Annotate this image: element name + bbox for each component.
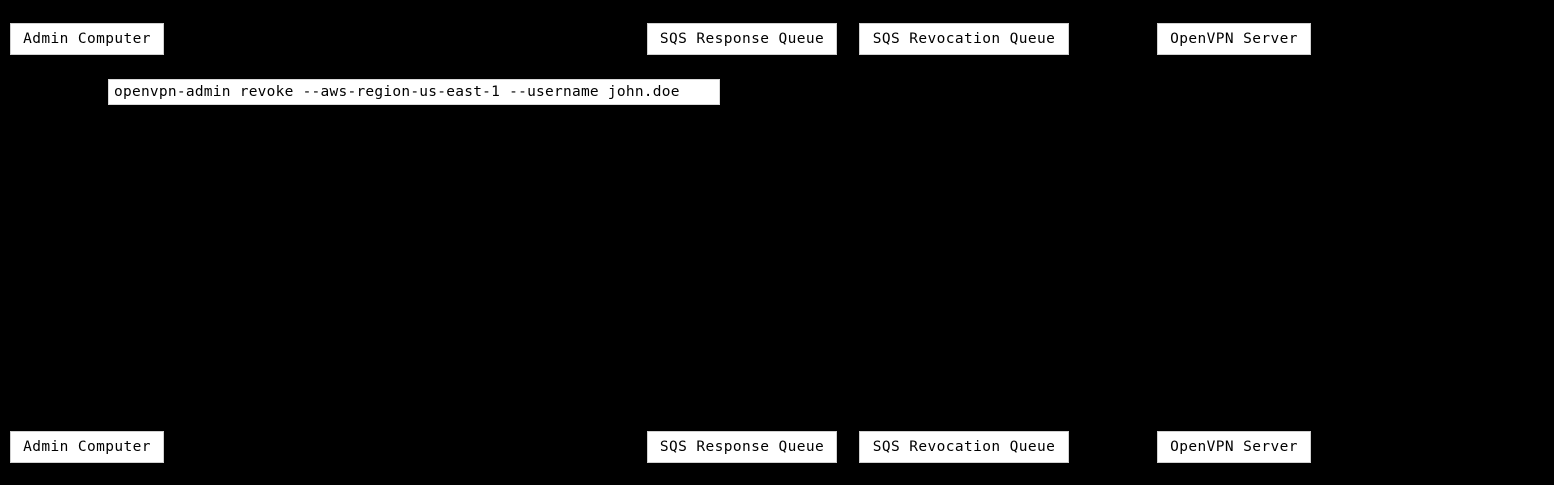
participant-top-admin-computer[interactable]: Admin Computer — [10, 23, 164, 55]
participant-label: OpenVPN Server — [1170, 32, 1298, 47]
participant-bottom-sqs-response-queue[interactable]: SQS Response Queue — [647, 431, 837, 463]
participant-label: SQS Revocation Queue — [873, 32, 1056, 47]
message-text: openvpn-admin revoke --aws-region-us-eas… — [114, 85, 680, 100]
participant-label: OpenVPN Server — [1170, 440, 1298, 455]
message-label-revoke-command[interactable]: openvpn-admin revoke --aws-region-us-eas… — [108, 79, 720, 105]
participant-bottom-sqs-revocation-queue[interactable]: SQS Revocation Queue — [859, 431, 1069, 463]
participant-label: Admin Computer — [23, 440, 151, 455]
participant-top-openvpn-server[interactable]: OpenVPN Server — [1157, 23, 1311, 55]
participant-label: Admin Computer — [23, 32, 151, 47]
participant-label: SQS Revocation Queue — [873, 440, 1056, 455]
lifeline-sqs-revocation-queue — [964, 55, 965, 431]
participant-label: SQS Response Queue — [660, 440, 824, 455]
participant-top-sqs-response-queue[interactable]: SQS Response Queue — [647, 23, 837, 55]
participant-top-sqs-revocation-queue[interactable]: SQS Revocation Queue — [859, 23, 1069, 55]
participant-bottom-openvpn-server[interactable]: OpenVPN Server — [1157, 431, 1311, 463]
participant-label: SQS Response Queue — [660, 32, 824, 47]
lifeline-openvpn-server — [1234, 55, 1235, 431]
lifeline-admin-computer — [87, 55, 88, 431]
participant-bottom-admin-computer[interactable]: Admin Computer — [10, 431, 164, 463]
lifeline-sqs-response-queue — [742, 55, 743, 431]
